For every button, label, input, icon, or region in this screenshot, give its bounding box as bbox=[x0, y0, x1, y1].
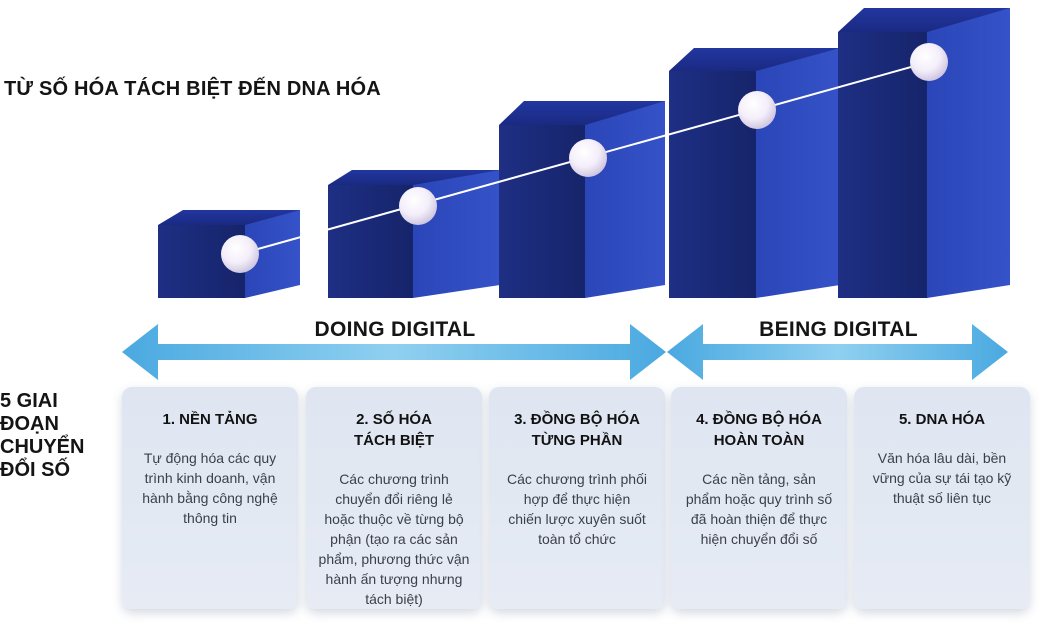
stage-title: 5. DNA HÓA bbox=[898, 411, 986, 428]
doing-digital-label: DOING DIGITAL bbox=[314, 318, 476, 341]
being-digital-arrow bbox=[667, 324, 1008, 380]
doing-digital-arrow bbox=[122, 324, 666, 380]
milestone-sphere-4 bbox=[738, 91, 776, 129]
milestone-sphere-3 bbox=[569, 139, 607, 177]
milestone-sphere-5 bbox=[910, 43, 948, 81]
stage-title: 4. ĐỒNG BỘ HÓA HOÀN TOÀN bbox=[696, 411, 822, 449]
stage-card-4: 4. ĐỒNG BỘ HÓA HOÀN TOÀN Các nền tảng, s… bbox=[671, 387, 847, 609]
stage-description: Các nền tảng, sản phẩm hoặc quy trình số… bbox=[685, 471, 833, 547]
stage-description: Tự động hóa các quy trình kinh doanh, vậ… bbox=[142, 450, 278, 526]
side-label-line-3: CHUYỂN bbox=[0, 436, 85, 458]
stair-block-3 bbox=[499, 101, 665, 298]
stage-title: 3. ĐỒNG BỘ HÓA TỪNG PHẦN bbox=[514, 411, 640, 449]
side-label-line-2: ĐOẠN bbox=[0, 413, 59, 435]
being-digital-label: BEING DIGITAL bbox=[759, 318, 918, 341]
side-label: 5 GIAI ĐOẠN CHUYỂN ĐỔI SỐ bbox=[0, 390, 110, 482]
page-title: TỪ SỐ HÓA TÁCH BIỆT ĐẾN DNA HÓA bbox=[4, 78, 381, 100]
stair-block-2 bbox=[328, 170, 500, 298]
stair-block-1 bbox=[158, 210, 300, 298]
milestone-sphere-1 bbox=[221, 235, 259, 273]
stage-description: Các chương trình chuyển đổi riêng lẻ hoặ… bbox=[318, 471, 470, 607]
stage-title: 1. NỀN TẢNG bbox=[162, 411, 258, 428]
stage-description: Văn hóa lâu dài, bền vững của sự tái tạo… bbox=[872, 450, 1012, 506]
stage-card-3: 3. ĐỒNG BỘ HÓA TỪNG PHẦN Các chương trìn… bbox=[489, 387, 665, 609]
stage-card-5: 5. DNA HÓA Văn hóa lâu dài, bền vững của… bbox=[854, 387, 1030, 609]
side-label-line-4: ĐỔI SỐ bbox=[0, 459, 71, 481]
milestone-sphere-2 bbox=[399, 187, 437, 225]
stage-card-1: 1. NỀN TẢNG Tự động hóa các quy trình ki… bbox=[122, 387, 298, 609]
side-label-line-1: 5 GIAI bbox=[0, 390, 58, 412]
staircase-diagram bbox=[158, 8, 1010, 298]
stair-block-4 bbox=[669, 48, 840, 298]
stage-title: 2. SỐ HÓA TÁCH BIỆT bbox=[354, 411, 434, 449]
stair-block-5 bbox=[838, 8, 1010, 298]
stage-description: Các chương trình phối hợp để thực hiện c… bbox=[507, 471, 647, 547]
stage-card-2: 2. SỐ HÓA TÁCH BIỆT Các chương trình chu… bbox=[306, 387, 482, 609]
